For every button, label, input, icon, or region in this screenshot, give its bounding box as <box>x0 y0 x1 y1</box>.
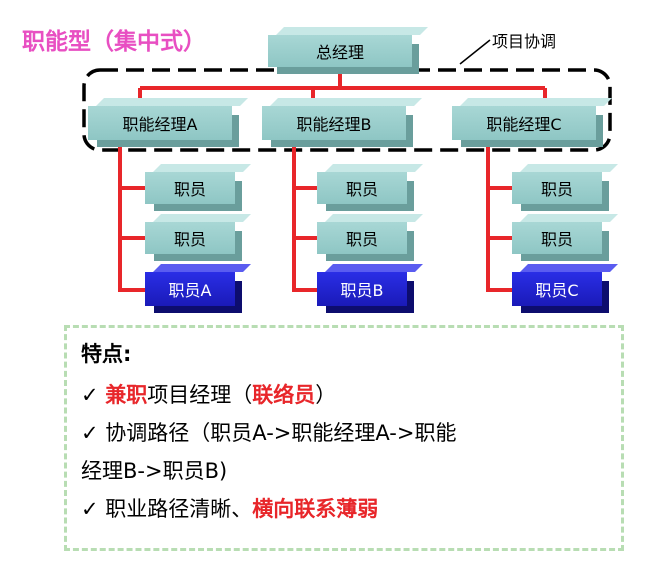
feature-1-highlight-2: 联络员 <box>252 383 316 407</box>
diagram-title: 职能型（集中式） <box>22 29 206 55</box>
manager-b-box: 职能经理B <box>262 106 406 140</box>
staff-c2: 职员 <box>512 222 602 254</box>
ceo-box: 总经理 <box>268 35 412 67</box>
feature-line-2: ✓ 协调路径（职员A->职能经理A->职能 <box>81 414 607 452</box>
staff-a2: 职员 <box>145 222 235 254</box>
check-icon: ✓ <box>81 421 99 445</box>
manager-c-box: 职能经理C <box>452 106 596 140</box>
staff-a-special: 职员A <box>145 272 235 306</box>
staff-b1: 职员 <box>317 172 407 204</box>
feature-1-highlight: 兼职 <box>105 383 148 407</box>
col-c-spine <box>486 140 512 292</box>
col-a-spine <box>118 140 145 292</box>
feature-2-text: 协调路径（职员A->职能经理A->职能 <box>105 421 457 445</box>
check-icon: ✓ <box>81 497 99 521</box>
features-panel: 特点: ✓ 兼职项目经理（联络员） ✓ 协调路径（职员A->职能经理A->职能 … <box>64 325 624 551</box>
coordination-label: 项目协调 <box>492 32 557 51</box>
feature-line-4: ✓ 职业路径清晰、横向联系薄弱 <box>81 490 607 528</box>
feature-3-text: 经理B->职员B) <box>81 459 228 483</box>
col-b-spine <box>292 140 317 292</box>
feature-line-1: ✓ 兼职项目经理（联络员） <box>81 376 607 414</box>
feature-1-end: ） <box>315 383 337 407</box>
feature-4-highlight: 横向联系薄弱 <box>252 497 379 521</box>
manager-a-box: 职能经理A <box>88 106 232 140</box>
coordination-pointer <box>459 39 491 65</box>
features-heading: 特点: <box>81 342 132 366</box>
staff-c1: 职员 <box>512 172 602 204</box>
coordination-region <box>82 68 612 152</box>
feature-1-text: 项目经理（ <box>147 383 253 407</box>
staff-b2: 职员 <box>317 222 407 254</box>
staff-c-special: 职员C <box>512 272 602 306</box>
staff-b-special: 职员B <box>317 272 407 306</box>
check-icon: ✓ <box>81 383 99 407</box>
staff-a1: 职员 <box>145 172 235 204</box>
feature-4-text: 职业路径清晰、 <box>105 497 253 521</box>
feature-line-3: 经理B->职员B) <box>81 452 607 490</box>
